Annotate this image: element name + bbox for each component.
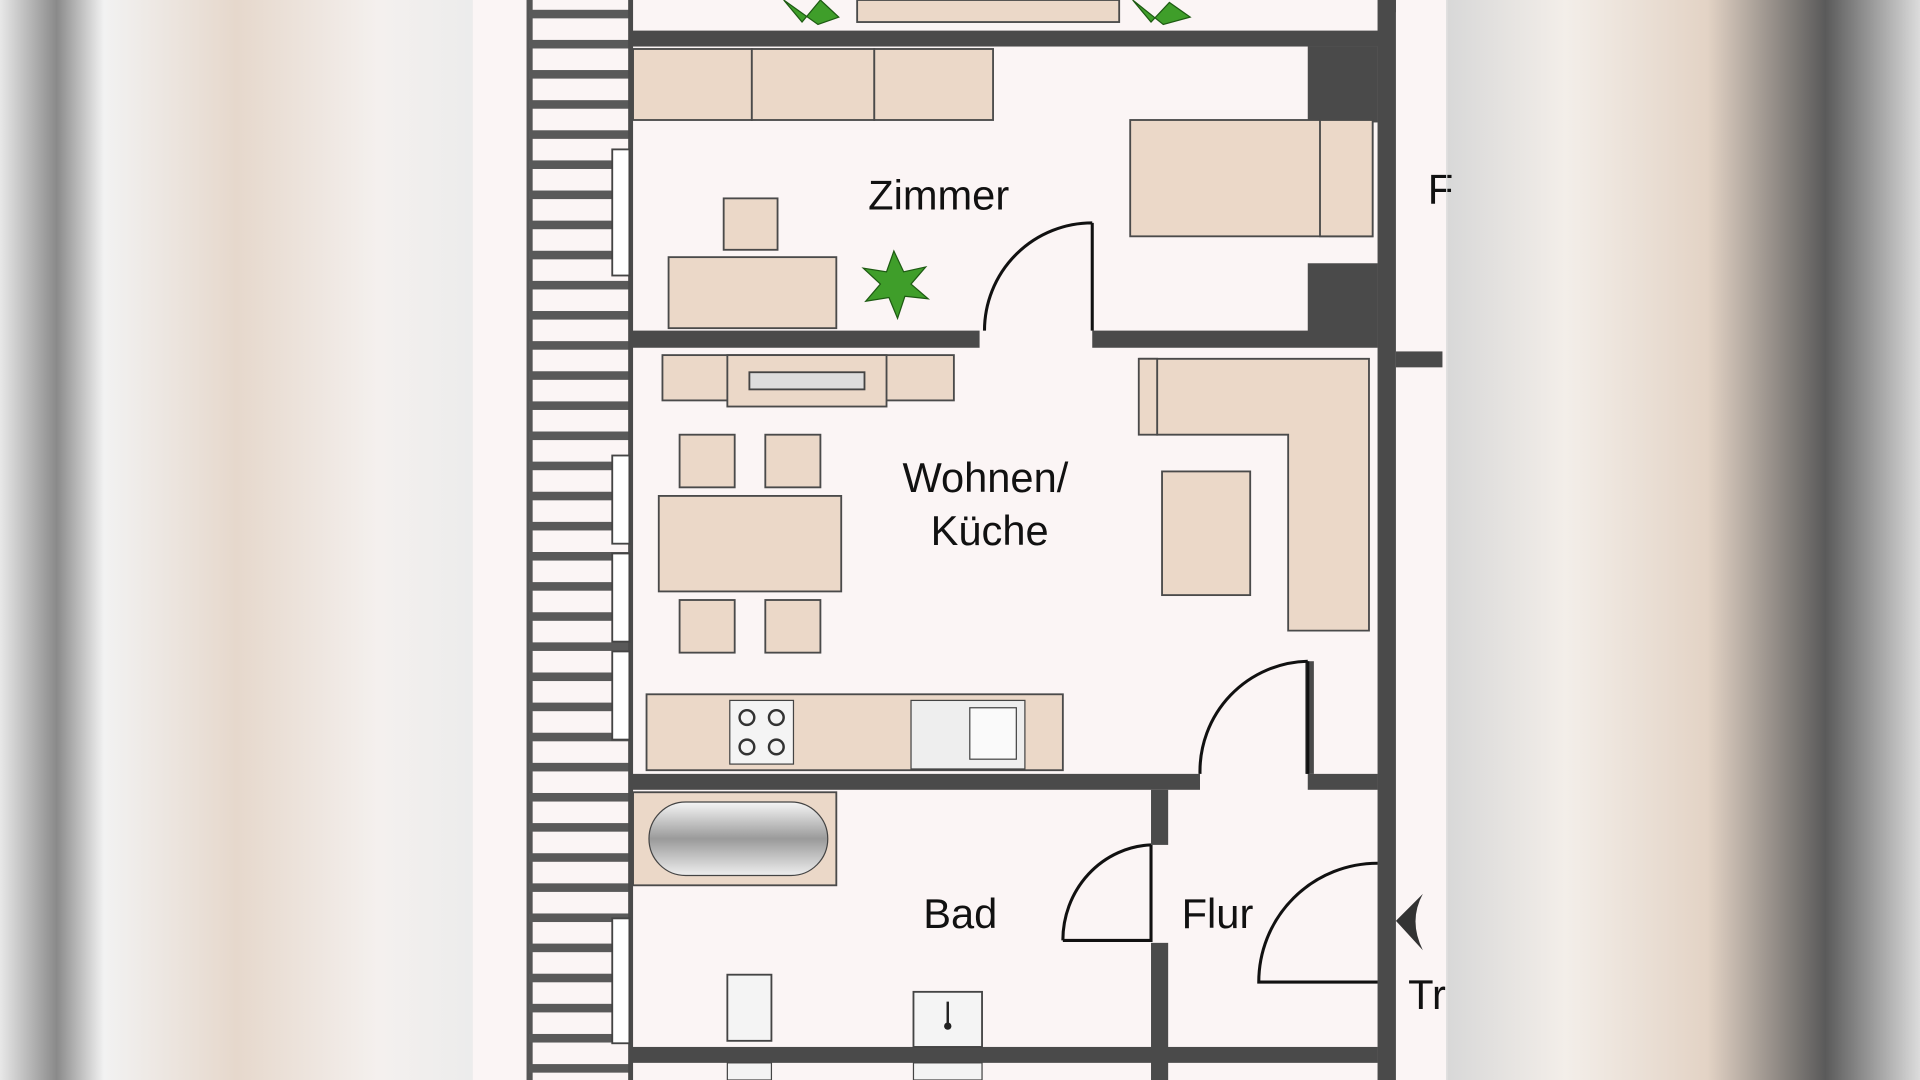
wohnen-furniture	[645, 354, 1370, 772]
railing-bar	[528, 371, 630, 380]
railing-bar	[528, 702, 630, 712]
railing-bar	[528, 552, 630, 561]
railing-bar	[528, 1003, 630, 1013]
room-label-wohnen: Wohnen/	[902, 454, 1068, 501]
railing-bar	[528, 672, 630, 682]
railing-bar	[528, 39, 630, 49]
railing-bar	[528, 220, 630, 230]
railing-bar	[528, 461, 630, 471]
railing-bar	[528, 762, 630, 772]
railing-bar	[528, 612, 630, 621]
railing-bar	[528, 1033, 630, 1043]
room-label-zimmer: Zimmer	[868, 171, 1009, 218]
railing-bar	[528, 823, 630, 832]
railing-bar	[528, 341, 630, 350]
railing-bar	[528, 9, 630, 19]
bad-furniture	[632, 791, 983, 1080]
railing-bar	[528, 943, 630, 953]
room-label-kueche: Küche	[931, 507, 1049, 554]
railing-bar	[528, 642, 630, 651]
railing-bar	[528, 973, 630, 983]
railing-bar	[528, 853, 630, 862]
railing-bar	[528, 280, 630, 290]
railing-bar	[528, 130, 630, 139]
railing-bar	[528, 732, 630, 742]
walls	[628, 0, 1443, 1080]
railing-bar	[528, 311, 630, 320]
railing-bar	[528, 250, 630, 260]
railing-bar	[528, 792, 630, 802]
railing-bar	[528, 1064, 630, 1073]
railing-post	[526, 0, 533, 1080]
doors	[982, 221, 1423, 984]
zimmer-furniture	[632, 0, 1374, 330]
railing-bar	[528, 100, 630, 109]
room-label-flur: Flur	[1182, 890, 1254, 937]
railing-bar	[528, 521, 630, 531]
balcony-railing	[526, 0, 630, 1080]
railing-bar	[528, 70, 630, 79]
railing-bar	[528, 160, 630, 169]
railing-bar	[528, 883, 630, 892]
blurred-background-left	[0, 0, 473, 1080]
railing-bar	[528, 491, 630, 501]
room-label-bad: Bad	[923, 890, 997, 937]
room-label-cut-top: F	[1428, 165, 1453, 212]
railing-bar	[528, 190, 630, 200]
room-label-cut-bottom: Tr	[1408, 971, 1446, 1018]
railing-bar	[528, 401, 630, 410]
blurred-background-right	[1447, 0, 1920, 1080]
railing-bar	[528, 582, 630, 591]
windows	[611, 148, 631, 1045]
railing-bar	[528, 913, 630, 923]
plant-icon	[783, 0, 1192, 321]
railing-bar	[528, 431, 630, 441]
